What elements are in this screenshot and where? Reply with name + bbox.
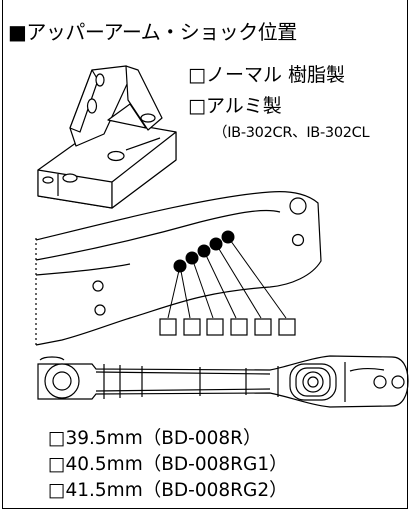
chassis-hole-icon xyxy=(92,280,104,292)
chassis-plate-illustration xyxy=(35,191,322,346)
shock-position-checkbox[interactable] xyxy=(159,318,177,336)
length-option-39-5[interactable]: □39.5mm（BD-008R） xyxy=(48,428,262,449)
chassis-hole-icon xyxy=(94,304,106,316)
shock-position-checkbox[interactable] xyxy=(206,318,224,336)
shock-position-checkbox[interactable] xyxy=(254,318,272,336)
aluminum-part-numbers: （IB-302CR、IB-302CL xyxy=(213,125,370,141)
option-aluminum[interactable]: □アルミ製 xyxy=(188,95,282,117)
option-normal-resin[interactable]: □ノーマル 樹脂製 xyxy=(188,64,345,86)
chassis-hole-icon xyxy=(289,197,307,215)
shock-rod-illustration xyxy=(37,355,409,408)
chassis-hole-icon xyxy=(291,233,305,247)
length-option-41-5[interactable]: □41.5mm（BD-008RG2） xyxy=(48,480,288,501)
length-option-40-5[interactable]: □40.5mm（BD-008RG1） xyxy=(48,454,288,475)
section-title: ■アッパーアーム・ショック位置 xyxy=(8,20,297,44)
shock-position-checkboxes xyxy=(159,318,296,336)
shock-position-checkbox[interactable] xyxy=(230,318,248,336)
leader-lines xyxy=(167,236,287,319)
shock-position-checkbox[interactable] xyxy=(278,318,296,336)
shock-position-checkbox[interactable] xyxy=(183,318,201,336)
shock-tower-illustration xyxy=(37,65,177,209)
